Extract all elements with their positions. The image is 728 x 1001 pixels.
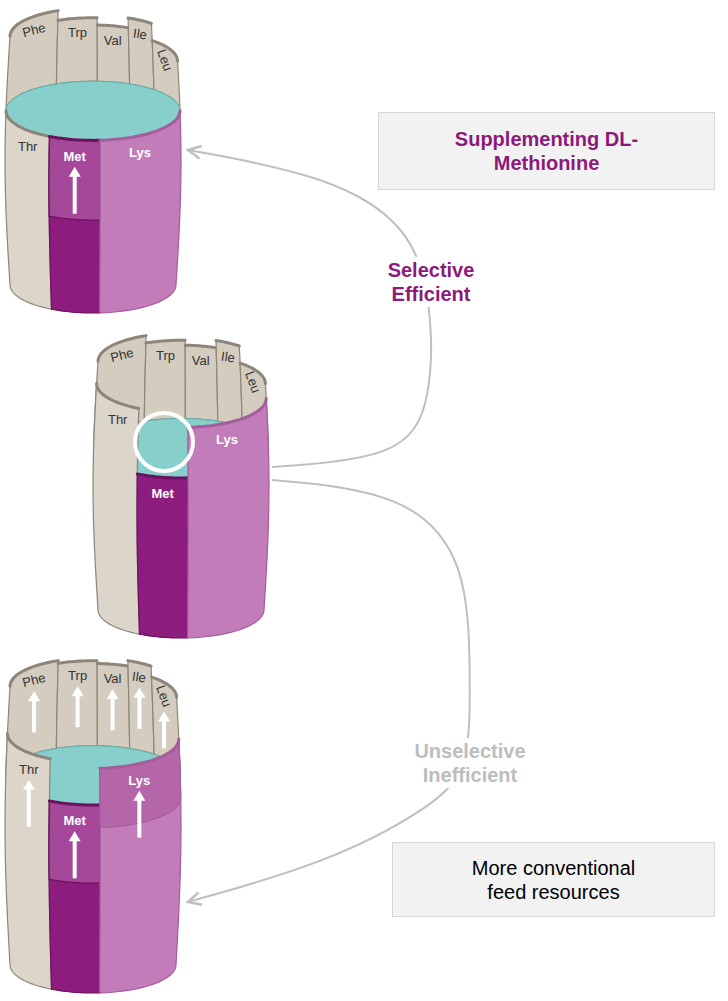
stave-rim	[185, 345, 216, 348]
raise-arrow-head	[107, 689, 119, 699]
barrel-stave	[5, 111, 51, 309]
stave-rim	[137, 474, 188, 478]
barrel-stave	[97, 664, 129, 749]
raise-arrow	[133, 791, 145, 838]
raise-arrow-shaft	[73, 840, 77, 878]
barrel-stave	[56, 18, 97, 84]
stave-rim	[97, 664, 128, 667]
stave-rim	[7, 734, 50, 759]
raise-arrow-shaft	[137, 697, 141, 729]
barrel-stave	[185, 345, 218, 421]
box-text: Supplementing DL-Methionine	[452, 127, 642, 175]
stave-label: Ile	[132, 26, 148, 43]
stave-rim	[97, 384, 139, 409]
raise-arrow	[72, 686, 84, 727]
raise-arrow-head	[133, 688, 145, 698]
connector-label: Selective Efficient	[367, 257, 495, 307]
raise-arrow-shaft	[162, 720, 166, 748]
barrel-stave	[144, 340, 185, 421]
connector-arrow	[188, 150, 431, 467]
barrel-figure: PheTrpValIleLeuThrMetLys	[92, 327, 270, 642]
barrel-stave	[128, 18, 154, 90]
raise-arrow-shaft	[73, 176, 77, 214]
stave-label: Trp	[68, 668, 87, 683]
raise-arrow	[107, 689, 119, 730]
stave-rim	[49, 136, 99, 140]
raise-arrow	[28, 691, 40, 732]
stave-rim	[128, 18, 151, 23]
stave-label: Trp	[68, 25, 87, 40]
stave-label: Met	[63, 813, 85, 828]
stave-rim	[100, 111, 180, 140]
box-text: More conventional feed resources	[459, 856, 649, 904]
raise-arrow-head	[28, 691, 40, 701]
stave-label: Val	[104, 671, 122, 686]
stave-label: Lys	[216, 431, 238, 446]
stave-label: Thr	[108, 411, 128, 426]
barrel-drawing	[4, 652, 182, 997]
raised-stave-part	[49, 801, 100, 883]
callout-box: Supplementing DL-Methionine	[378, 112, 715, 190]
raise-arrow	[69, 831, 81, 878]
stave-rim	[146, 340, 185, 343]
stave-label: Thr	[19, 761, 39, 776]
stave-rim	[188, 399, 266, 428]
barrel-stave	[137, 474, 188, 638]
highlight-circle	[135, 413, 193, 471]
connector-label: Unselective Inefficient	[406, 738, 534, 788]
raise-arrow	[158, 711, 170, 748]
raise-arrow-shaft	[76, 695, 80, 727]
barrel-stave	[128, 661, 154, 755]
stave-label: Trp	[156, 347, 175, 362]
raise-arrow-head	[133, 791, 145, 801]
stave-rim	[49, 801, 100, 805]
stave-label: Val	[192, 352, 210, 367]
callout-box: More conventional feed resources	[392, 842, 715, 917]
raise-arrow-shaft	[111, 698, 115, 730]
barrel-stave	[93, 384, 139, 635]
raise-arrow	[133, 688, 145, 729]
barrel-stave	[100, 111, 181, 313]
raise-arrow	[69, 167, 81, 214]
raise-arrow-head	[72, 686, 84, 696]
raised-stave-part	[49, 136, 100, 220]
raise-arrow-head	[69, 831, 81, 841]
barrel-stave	[49, 136, 100, 313]
stave-label: Lys	[128, 772, 150, 787]
barrel-figure: PheTrpValIleLeuThrMetLys	[4, 2, 182, 317]
stave-label: Ile	[132, 668, 148, 685]
barrel-drawing	[4, 2, 182, 317]
stave-rim	[100, 739, 179, 768]
stave-label: Val	[104, 32, 122, 47]
raise-arrow-shaft	[137, 800, 141, 838]
raise-arrow-head	[69, 167, 81, 177]
stave-rim	[97, 25, 128, 28]
barrel-stave	[56, 661, 97, 749]
barrel-stave	[188, 399, 269, 638]
stave-rim	[128, 661, 151, 666]
raise-arrow-head	[23, 780, 35, 790]
raise-arrow-shaft	[32, 700, 36, 732]
stave-rim	[216, 340, 239, 345]
raise-arrow-head	[158, 711, 170, 721]
barrel-stave	[5, 734, 52, 990]
raise-arrow	[23, 780, 35, 827]
stave-label: Thr	[18, 139, 38, 154]
stave-label: Met	[64, 148, 86, 163]
barrel-figure: PheTrpValIleLeuThrMetLys	[4, 652, 182, 997]
stave-label: Met	[151, 486, 173, 501]
barrel-stave	[216, 340, 242, 426]
barrel-stave	[97, 25, 129, 84]
stave-rim	[58, 661, 97, 664]
barrel-stave	[49, 801, 100, 993]
water-surface	[6, 81, 180, 140]
raise-arrow-shaft	[27, 789, 31, 827]
stave-label: Ile	[220, 348, 236, 365]
stave-rim	[6, 111, 50, 137]
stave-label: Lys	[129, 144, 151, 159]
stave-rim	[58, 18, 97, 21]
barrel-stave	[100, 739, 181, 993]
